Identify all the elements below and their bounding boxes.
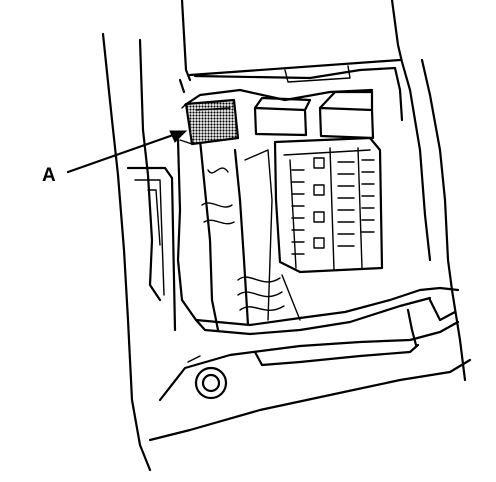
fuse-panel bbox=[273, 136, 384, 274]
lower-bracket bbox=[148, 298, 472, 442]
fuse-row-right bbox=[337, 159, 375, 247]
fuse-row-left bbox=[291, 169, 305, 255]
callout-a-leader bbox=[66, 130, 188, 174]
relay-blocks bbox=[253, 90, 375, 140]
dashboard-panel bbox=[101, 0, 467, 472]
callout-label-a: A bbox=[42, 165, 56, 186]
wire-harness bbox=[198, 138, 301, 332]
connector-housing bbox=[179, 98, 240, 146]
fuse-row-middle bbox=[313, 157, 325, 249]
bolt-hole bbox=[194, 366, 228, 400]
